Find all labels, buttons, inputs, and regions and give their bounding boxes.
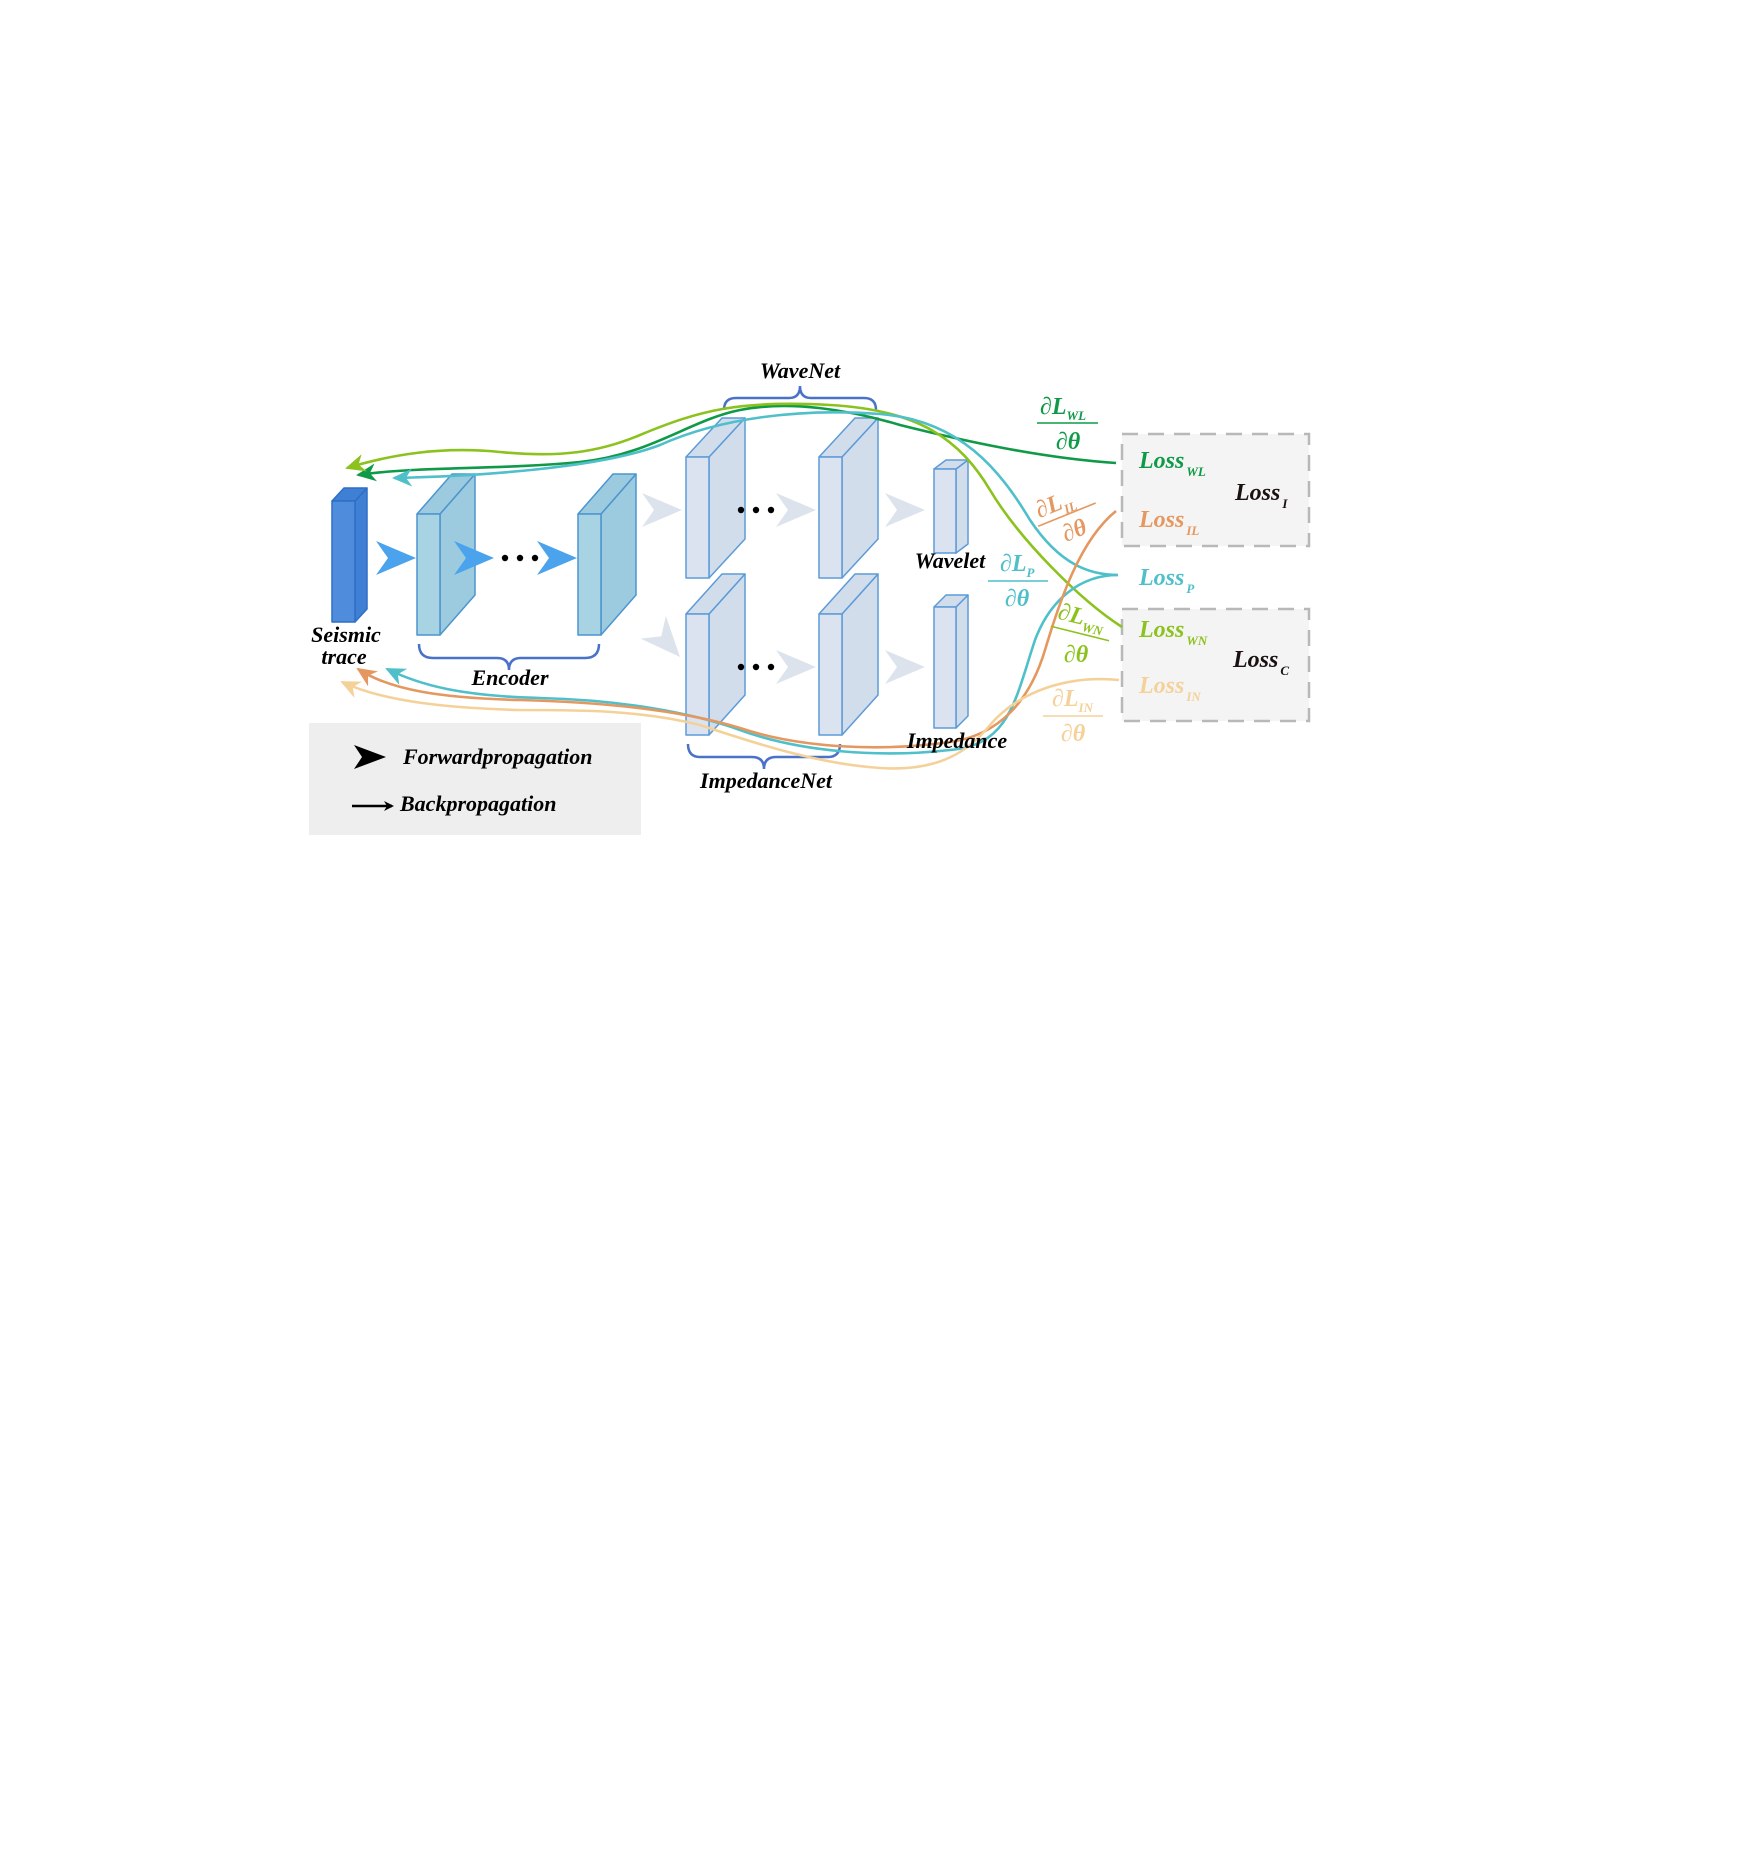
gradient-wl-numerator: ∂LWL [1040,394,1086,423]
gradient-wn: ∂LWN [1050,599,1110,642]
forward-arrow [885,650,925,684]
gradient-p-denominator: ∂θ [1005,586,1030,612]
block-front [331,500,356,623]
forward-arrow [776,493,816,527]
dot [501,554,509,562]
wavelet-label: Wavelet [915,548,986,573]
forward-arrow-icon [354,745,386,769]
block-front [933,468,957,554]
forward-arrow [640,615,680,657]
loss-c-group-box [1120,607,1311,723]
loss-i-group-box [1120,432,1311,548]
legend-box [309,723,641,835]
fraction-bar [1050,625,1110,642]
backprop-curve-in [340,677,1120,770]
dot [752,506,760,514]
wavenet-block-2 [818,417,879,579]
legend-backward-label: Backpropagation [399,791,556,816]
legend-forward-label: Forwardpropagation [402,744,593,769]
block-front [818,613,843,736]
backprop-curve-il [356,509,1117,749]
fraction-bar [1037,502,1096,527]
seismic-trace-block [331,487,368,623]
backprop-curve-wn [345,402,1123,629]
backprop-curve-wl [356,404,1117,482]
forward-arrow [454,541,494,575]
dot [752,663,760,671]
dot [516,554,524,562]
dot [767,663,775,671]
block-side [955,459,969,554]
block-side [955,594,969,729]
forward-arrow [537,541,577,575]
block-front [685,613,710,736]
forward-arrow [642,493,682,527]
seismic-trace-label: Seismic [311,622,381,647]
wavenet-block-1 [685,417,746,579]
block-front [685,456,710,579]
gradient-wn-numerator: ∂LWN [1055,599,1109,639]
block-front [818,456,843,579]
gradient-p: ∂LP ∂θ [988,551,1048,612]
block-front [416,513,441,636]
forward-arrows [376,493,925,684]
impedancenet-block-2 [818,573,879,736]
dot [767,506,775,514]
backprop-curve-p-upper [392,411,1119,577]
gradient-in-numerator: ∂LIN [1052,686,1094,715]
gradient-p-numerator: ∂LP [1000,551,1036,580]
dot [737,663,745,671]
gradient-in: ∂LIN ∂θ [1043,686,1103,747]
gradient-wl: ∂LWL ∂θ [1037,394,1098,455]
impedancenet-brace [686,743,842,770]
encoder-block-2 [577,473,637,636]
seismic-trace-label-line2: trace [321,644,366,669]
impedance-label: Impedance [906,728,1007,753]
block-side [354,487,368,623]
gradient-il: ∂LIL ∂θ [1032,490,1096,548]
encoder-label: Encoder [471,665,549,690]
block-front [933,606,957,729]
wavenet-brace [722,385,878,411]
ellipsis-dots [501,506,775,671]
forward-arrow [885,493,925,527]
gradient-in-denominator: ∂θ [1061,721,1086,747]
impedance-output-block [933,594,969,729]
forward-arrow [376,541,416,575]
wavenet-label: WaveNet [760,358,841,383]
backprop-curve-p-lower [385,573,1119,755]
dot [737,506,745,514]
gradient-il-denominator: ∂θ [1058,514,1091,547]
wavelet-output-block [933,459,969,554]
impedancenet-label: ImpedanceNet [699,768,833,793]
forward-arrow [776,650,816,684]
encoder-block-1 [416,473,476,636]
gradient-wn-denominator: ∂θ [1064,642,1089,668]
encoder-brace [417,643,601,671]
legend: Forwardpropagation Backpropagation [309,723,641,835]
network-blocks [331,417,969,736]
impedancenet-block-1 [685,573,746,736]
gradient-wl-denominator: ∂θ [1056,429,1081,455]
dot [531,554,539,562]
block-front [577,513,602,636]
